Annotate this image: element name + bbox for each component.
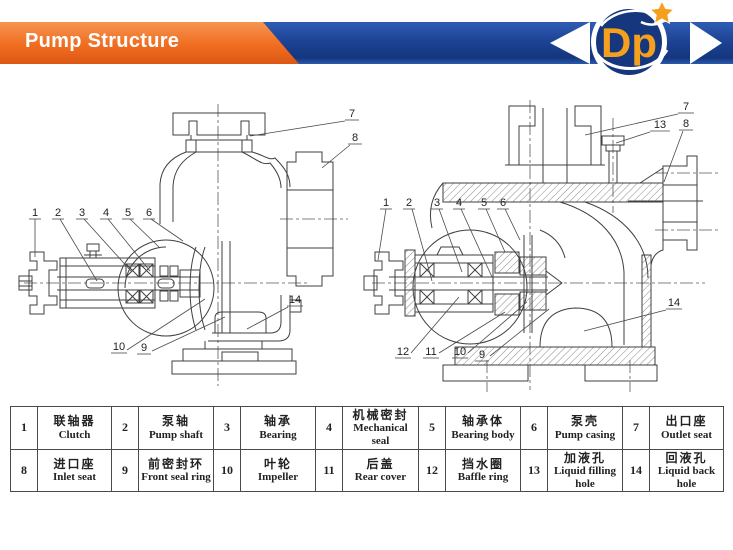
- part-number-cell: 14: [622, 448, 650, 493]
- part-name-english: Bearing: [259, 428, 297, 441]
- part-name-chinese: 前密封环: [147, 456, 204, 471]
- banner-orange-bar: [0, 22, 299, 64]
- left-bearing-symbols: [125, 263, 154, 304]
- part-name-english: Inlet seat: [52, 471, 97, 484]
- part-name-chinese: 叶轮: [263, 456, 292, 471]
- callout-label: 13: [654, 119, 666, 131]
- callout-label: 14: [668, 297, 680, 309]
- part-name-english: Rear cover: [354, 471, 407, 484]
- right-bearing-symbols: [419, 262, 483, 305]
- part-name-english: Pump casing: [554, 428, 616, 441]
- callout-label: 5: [481, 197, 487, 209]
- part-number-cell: 5: [418, 406, 446, 450]
- callout-label: 9: [141, 342, 147, 354]
- part-name-chinese: 轴承体: [461, 414, 504, 429]
- part-name-english: Impeller: [257, 471, 299, 484]
- part-number-cell: 11: [315, 448, 343, 493]
- page-title: Pump Structure: [25, 30, 180, 52]
- callout-label: 8: [683, 118, 689, 130]
- star-icon: [649, 0, 675, 25]
- callout-label: 4: [456, 197, 462, 209]
- part-name-english: Baffle ring: [457, 471, 509, 484]
- part-number-cell: 6: [520, 406, 548, 450]
- part-number-cell: 12: [418, 448, 446, 493]
- part-number-cell: 2: [111, 406, 139, 450]
- pump-drawings-svg: 1 2 3 4 5 6 7 8 14 10 9: [18, 100, 718, 392]
- callout-label: 6: [500, 197, 506, 209]
- globe-icon: [596, 9, 662, 75]
- drawings-area: 1 2 3 4 5 6 7 8 14 10 9: [0, 85, 733, 405]
- part-number-cell: 7: [622, 406, 650, 450]
- part-number-cell: 3: [213, 406, 241, 450]
- part-name-chinese: 加液孔: [563, 450, 606, 465]
- company-logo: Dp: [591, 0, 675, 80]
- callout-label: 1: [383, 197, 389, 209]
- part-name-chinese: 泵壳: [570, 414, 599, 429]
- part-name-english: Front seal ring: [141, 471, 211, 484]
- part-name-chinese: 进口座: [53, 456, 96, 471]
- right-diagram-callouts: 1 2 3 4 5 6 7 13 8 14 12: [377, 101, 694, 362]
- callout-label: 8: [352, 132, 358, 144]
- part-number-cell: 10: [213, 448, 241, 493]
- part-name-english: Bearing body: [451, 428, 515, 441]
- part-name-chinese: 联轴器: [53, 414, 96, 429]
- right-pump-cross-section: 1 2 3 4 5 6 7 13 8 14 12: [363, 100, 718, 392]
- part-name-chinese: 泵轴: [161, 414, 190, 429]
- part-name-english: Liquid filling hole: [553, 465, 617, 490]
- callout-label: 3: [434, 197, 440, 209]
- callout-label: 11: [425, 346, 436, 358]
- part-name-chinese: 后盖: [366, 456, 395, 471]
- callout-label: 7: [349, 108, 355, 120]
- callout-label: 10: [113, 341, 125, 353]
- callout-label: 7: [683, 101, 689, 113]
- callout-label: 12: [397, 346, 409, 358]
- part-name-chinese: 出口座: [665, 414, 708, 429]
- callout-label: 4: [103, 207, 109, 219]
- part-name-english: Pump shaft: [148, 428, 204, 441]
- part-name-english: Clutch: [58, 428, 91, 441]
- part-number-cell: 8: [10, 448, 38, 493]
- part-name-chinese: 机械密封: [352, 408, 409, 422]
- left-diagram-callouts: 1 2 3 4 5 6 7 8 14 10 9: [29, 108, 362, 355]
- left-pump-cross-section: 1 2 3 4 5 6 7 8 14 10 9: [18, 104, 362, 386]
- callout-label: 2: [55, 207, 61, 219]
- callout-label: 1: [32, 207, 38, 219]
- part-name-english: Mechanical seal: [353, 422, 408, 448]
- logo-text: Dp: [601, 19, 657, 66]
- part-number-cell: 9: [111, 448, 139, 493]
- part-number-cell: 1: [10, 406, 38, 450]
- part-number-cell: 4: [315, 406, 343, 450]
- part-number-cell: 13: [520, 448, 548, 493]
- part-name-english: Outlet seat: [660, 428, 712, 441]
- callout-label: 3: [79, 207, 85, 219]
- part-name-chinese: 挡水圈: [461, 456, 504, 471]
- part-name-chinese: 回液孔: [665, 450, 708, 465]
- callout-label: 10: [454, 346, 466, 358]
- callout-label: 5: [125, 207, 131, 219]
- callout-label: 6: [146, 207, 152, 219]
- part-name-chinese: 轴承: [263, 414, 292, 429]
- part-name-english: Liquid back hole: [657, 465, 716, 490]
- callout-label: 2: [406, 197, 412, 209]
- callout-label: 9: [479, 349, 485, 361]
- callout-label: 14: [289, 294, 301, 306]
